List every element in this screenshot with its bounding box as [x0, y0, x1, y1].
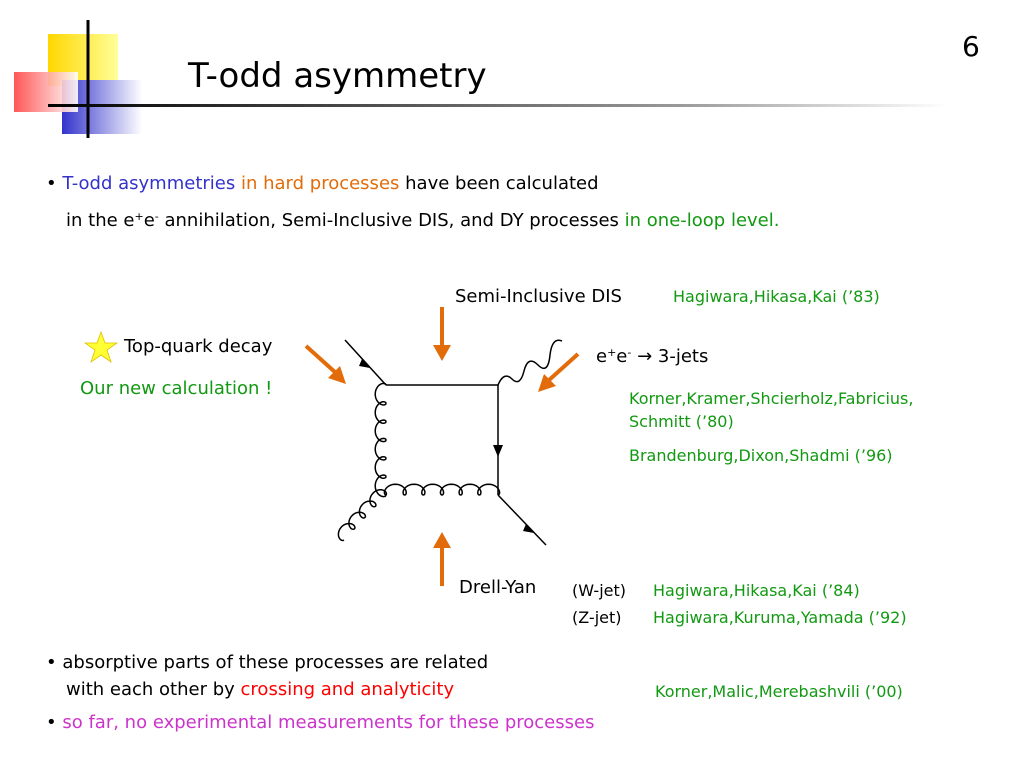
bullet-2-line-2: with each other by crossing and analytic…: [66, 679, 454, 700]
topquark-label: Top-quark decay: [124, 336, 273, 357]
dy-z-label: (Z-jet): [572, 608, 622, 627]
arrow-ee: [538, 352, 580, 392]
ee-ref-1-line-2: Schmitt (’80): [629, 412, 734, 431]
bullet-1-part1: T-odd asymmetries: [62, 173, 236, 194]
text-segment: e: [596, 346, 608, 367]
arrow-dy: [433, 532, 451, 586]
text-segment: e: [143, 210, 155, 231]
topquark-note: Our new calculation !: [80, 378, 273, 399]
dy-label: Drell-Yan: [459, 577, 537, 598]
text-segment: in one-loop level.: [624, 210, 780, 231]
fermion-arrow: [493, 445, 503, 457]
dy-z-ref: Hagiwara,Kuruma,Yamada (’92): [653, 608, 907, 627]
bullet-1-line-2: in the e+e- annihilation, Semi-Inclusive…: [66, 210, 779, 231]
fermion-line-out: [497, 494, 547, 546]
sidis-ref: Hagiwara,Hikasa,Kai (’83): [673, 287, 880, 306]
text-segment: e: [616, 346, 628, 367]
text-segment: in the e: [66, 210, 135, 231]
bullet-2-ref: Korner,Malic,Merebashvili (’00): [655, 682, 903, 701]
bullet-1: • T-odd asymmetries in hard processes ha…: [46, 173, 599, 194]
photon-line: [497, 339, 563, 386]
bullet-1-part3: have been calculated: [405, 173, 599, 194]
superscript: +: [134, 210, 144, 223]
fermion-arrow: [523, 524, 534, 533]
gluon-line-bottom: [383, 483, 501, 496]
feynman-diagram: [337, 339, 563, 546]
dy-w-ref: Hagiwara,Hikasa,Kai (’84): [653, 581, 860, 600]
fermion-line-in: [344, 339, 387, 386]
text-segment: crossing and analyticity: [240, 679, 455, 700]
bullet-3: • so far, no experimental measurements f…: [46, 712, 594, 733]
page-number: 6: [962, 30, 980, 63]
text-segment: with each other by: [66, 679, 235, 700]
superscript: -: [627, 346, 632, 359]
superscript: -: [154, 210, 159, 223]
corner-decoration: [14, 20, 948, 138]
star-icon: [84, 330, 118, 364]
sidis-label: Semi-Inclusive DIS: [455, 286, 622, 307]
bullet-marker: •: [46, 712, 57, 733]
slide-title: T-odd asymmetry: [188, 56, 487, 96]
bullet-2: • absorptive parts of these processes ar…: [46, 652, 488, 673]
gluon-line-left: [374, 382, 387, 498]
gluon-line-out: [337, 489, 388, 542]
text-segment: → 3-jets: [637, 346, 709, 367]
superscript: +: [607, 346, 617, 359]
bullet-2-line-1: absorptive parts of these processes are …: [62, 652, 489, 673]
bullet-marker: •: [46, 173, 57, 194]
bullet-3-text: so far, no experimental measurements for…: [62, 712, 595, 733]
arrow-topquark: [304, 344, 346, 384]
dy-w-label: (W-jet): [572, 581, 626, 600]
bullet-1-part2: in hard processes: [240, 173, 400, 194]
text-segment: annihilation, Semi-Inclusive DIS, and DY…: [164, 210, 619, 231]
ee-label: e+e- → 3-jets: [596, 346, 708, 367]
ee-ref-1-line-1: Korner,Kramer,Shcierholz,Fabricius,: [629, 389, 914, 408]
fermion-arrow: [359, 359, 370, 368]
ee-ref-2: Brandenburg,Dixon,Shadmi (’96): [629, 446, 893, 465]
arrow-sidis: [433, 307, 451, 361]
bullet-marker: •: [46, 652, 57, 673]
